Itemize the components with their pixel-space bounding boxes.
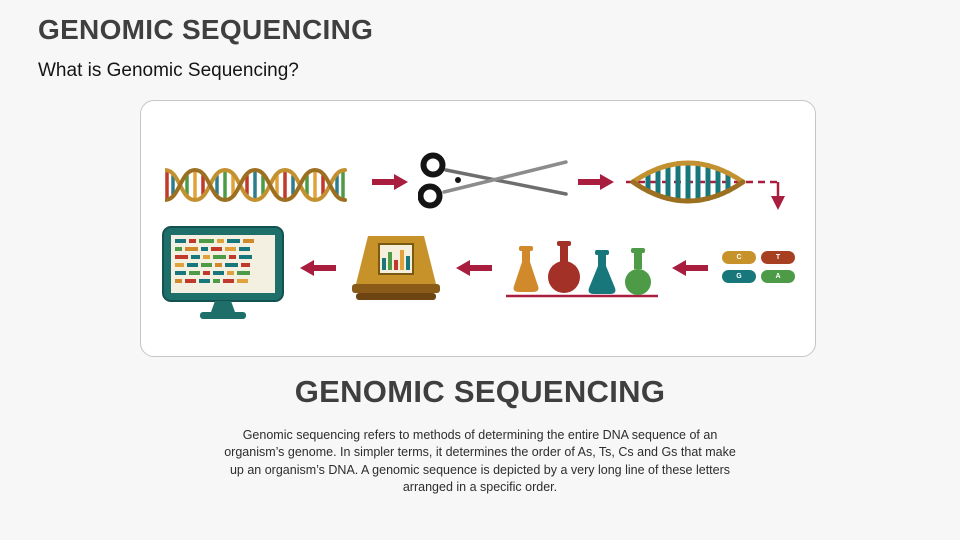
section-title: GENOMIC SEQUENCING [294,374,666,409]
sequence-readout-monitor-icon [162,226,284,324]
nucleotide-pill-t: T [761,251,795,264]
reagent-flasks-icon [506,240,658,302]
nucleotide-label-a: A [775,273,781,280]
dna-fragment-lens-icon [626,142,790,222]
page-subtitle: What is Genomic Sequencing? [38,60,299,81]
arrow-left-2-icon [456,258,492,278]
arrow-left-3-icon [300,258,336,278]
nucleotide-pill-c: C [722,251,756,264]
body-paragraph: Genomic sequencing refers to methods of … [224,428,736,494]
sequencer-machine-icon [352,232,440,306]
arrow-right-2-icon [578,172,614,192]
nucleotide-label-t: T [775,254,781,261]
scissors-icon [418,150,568,212]
nucleotide-label-g: G [736,273,742,280]
nucleotide-pill-g: G [722,270,756,283]
nucleotide-pill-a: A [761,270,795,283]
page-title: GENOMIC SEQUENCING [38,14,374,45]
nucleotide-pills: C T G A [722,251,795,283]
nucleotide-label-c: C [736,254,742,261]
arrow-right-1-icon [372,172,408,192]
arrow-left-1-icon [672,258,708,278]
dna-helix-icon [165,160,355,210]
